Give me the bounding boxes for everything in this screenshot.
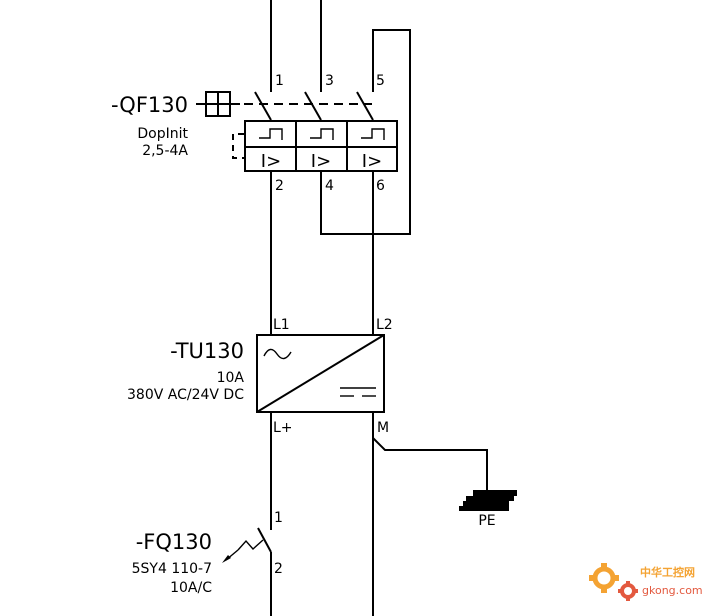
tu130-diagonal — [256, 334, 385, 413]
thermal-icon-1 — [259, 128, 283, 140]
fq130-mcb[interactable]: 1 2 — [222, 510, 283, 616]
watermark-name: 中华工控网 — [640, 565, 695, 579]
supply-wires — [270, 0, 411, 235]
qf130-breaker[interactable]: I> I> I> 1 3 5 2 4 6 — [196, 73, 398, 194]
pe-label: PE — [478, 513, 495, 529]
qf130-pin-1: 1 — [275, 73, 284, 89]
qf130-pin-5: 5 — [376, 73, 385, 89]
qf130-pin-3: 3 — [325, 73, 334, 89]
fq130-pin-2: 2 — [274, 561, 283, 577]
fq130-tag: -FQ130 — [136, 530, 212, 554]
qf130-blade-2 — [304, 91, 322, 121]
fq130-pin-1: 1 — [274, 510, 283, 526]
qf130-pin-4: 4 — [325, 178, 334, 194]
fq130-rating: 10A/C — [170, 580, 212, 596]
gear-icon — [589, 563, 619, 593]
tu130-power-supply[interactable]: L1 L2 L+ M — [256, 317, 393, 436]
tu130-pin-l1: L1 — [273, 317, 290, 333]
qf130-range: 2,5-4A — [142, 143, 188, 159]
ground-icon — [459, 490, 517, 511]
watermark-url: gkong.com — [642, 584, 703, 597]
qf130-tag: -QF130 — [111, 93, 188, 117]
tu130-box — [256, 334, 385, 413]
ac-wave-icon — [263, 348, 292, 360]
thermal-icon-3 — [361, 128, 385, 140]
tu130-voltage: 380V AC/24V DC — [127, 387, 244, 403]
fq130-trip-icon — [222, 539, 264, 563]
wire-pe — [372, 437, 488, 495]
gear-small-icon — [618, 581, 638, 601]
tu130-pin-l2: L2 — [376, 317, 393, 333]
qf130-blade-1 — [254, 91, 272, 121]
fq130-model: 5SY4 110-7 — [132, 561, 212, 577]
qf130-pin-2: 2 — [275, 178, 284, 194]
trip-label-3: I> — [362, 151, 382, 172]
tu130-tag: -TU130 — [170, 339, 244, 363]
thermal-icon-2 — [310, 128, 334, 140]
qf130-blade-3 — [356, 91, 374, 121]
trip-label-1: I> — [261, 151, 281, 172]
dc-symbol-icon — [340, 387, 376, 397]
trip-label-2: I> — [311, 151, 331, 172]
qf130-type: DopInit — [137, 126, 188, 142]
tu130-pin-lplus: L+ — [273, 420, 293, 436]
qf130-aux-link — [232, 133, 244, 159]
fq130-blade — [257, 527, 272, 553]
qf130-pin-6: 6 — [376, 178, 385, 194]
tu130-current: 10A — [217, 370, 245, 386]
tu130-pin-m: M — [377, 420, 389, 436]
qf130-handle-icon — [196, 91, 240, 117]
watermark-logo: 中华工控网 gkong.com — [589, 563, 703, 601]
